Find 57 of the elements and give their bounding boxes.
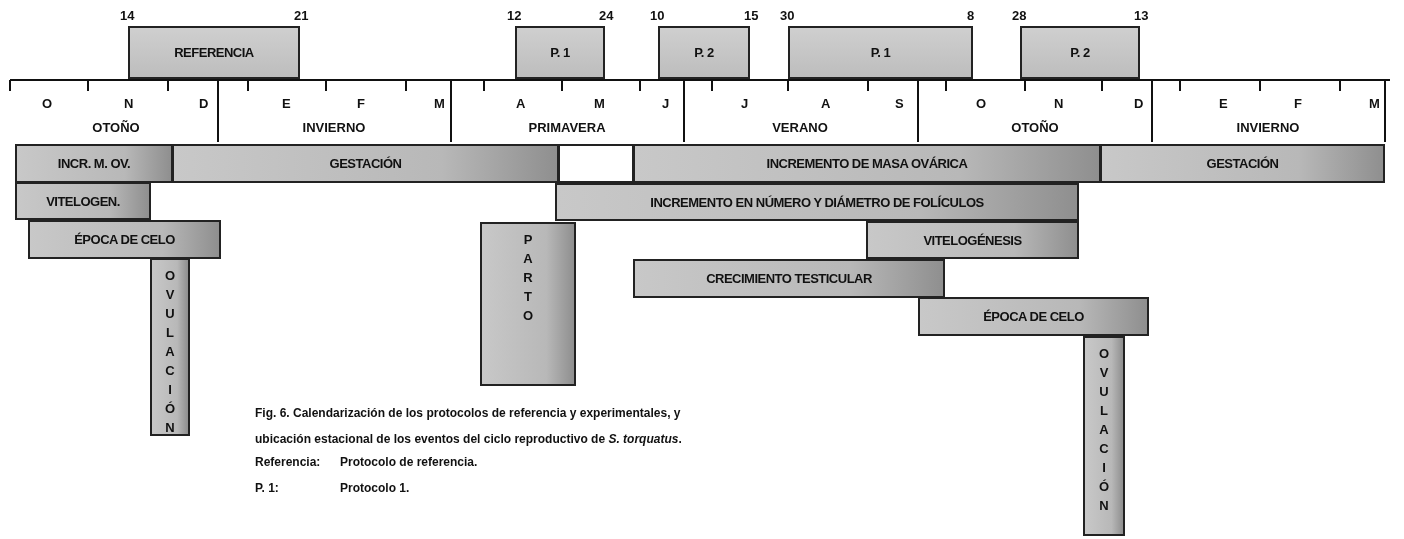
phase-bar: GESTACIÓN <box>172 144 559 183</box>
season-label: VERANO <box>772 120 828 135</box>
month-label: D <box>1134 96 1144 111</box>
legend-key: Referencia: <box>255 455 321 469</box>
protocol-bar: P. 1 <box>515 26 605 79</box>
date-number: 8 <box>967 8 975 23</box>
date-number: 28 <box>1012 8 1027 23</box>
month-label: O <box>42 96 53 111</box>
month-label: S <box>895 96 904 111</box>
season-label: OTOÑO <box>92 120 140 135</box>
protocol-bar: P. 2 <box>1020 26 1140 79</box>
phase-bar: CRECIMIENTO TESTICULAR <box>633 259 945 298</box>
season-label: INVIERNO <box>302 120 366 135</box>
protocol-bar: REFERENCIA <box>128 26 300 79</box>
phase-bar: ÉPOCA DE CELO <box>918 297 1149 336</box>
phase-bar: VITELOGEN. <box>15 182 151 220</box>
figure-caption: Fig. 6. Calendarización de los protocolos de referencia y experimentales, y ubicación estacional de los eventos del ciclo reproductivo de S. torquatus. <box>255 405 683 448</box>
month-label: F <box>357 96 365 111</box>
season-label: OTOÑO <box>1011 120 1059 135</box>
month-label: M <box>434 96 445 111</box>
phase-bar: INCR. M. OV. <box>15 144 173 183</box>
month-label: O <box>976 96 987 111</box>
date-number: 12 <box>507 8 522 23</box>
phase-bar: INCREMENTO DE MASA OVÁRICA <box>633 144 1101 183</box>
legend-key: P. 1: <box>255 481 279 495</box>
month-label: A <box>821 96 831 111</box>
vertical-bar: PARTO <box>480 222 576 386</box>
month-label: J <box>662 96 670 111</box>
date-number: 13 <box>1134 8 1149 23</box>
month-label: J <box>741 96 749 111</box>
month-label: M <box>594 96 605 111</box>
month-label: F <box>1294 96 1302 111</box>
phase-bar: ÉPOCA DE CELO <box>28 220 221 259</box>
date-number: 30 <box>780 8 795 23</box>
legend-description: Protocolo 1. <box>340 481 410 495</box>
month-label: D <box>199 96 209 111</box>
date-number: 15 <box>744 8 759 23</box>
month-label: E <box>1219 96 1228 111</box>
phase-bar: GESTACIÓN <box>1100 144 1385 183</box>
date-number: 14 <box>120 8 135 23</box>
season-label: INVIERNO <box>1236 120 1300 135</box>
month-label: E <box>282 96 291 111</box>
vertical-bar: OVULACIÓN <box>1083 336 1125 536</box>
date-number: 21 <box>294 8 309 23</box>
phase-bar: INCREMENTO EN NÚMERO Y DIÁMETRO DE FOLÍCULOS <box>555 183 1079 221</box>
protocol-bar: P. 2 <box>658 26 750 79</box>
legend-description: Protocolo de referencia. <box>340 455 478 469</box>
month-label: N <box>1054 96 1064 111</box>
vertical-bar: OVULACIÓN <box>150 258 190 436</box>
protocol-bar: P. 1 <box>788 26 973 79</box>
month-label: M <box>1369 96 1380 111</box>
date-number: 24 <box>599 8 614 23</box>
date-number: 10 <box>650 8 665 23</box>
month-label: A <box>516 96 526 111</box>
phase-bar: VITELOGÉNESIS <box>866 221 1079 259</box>
month-label: N <box>124 96 134 111</box>
season-label: PRIMAVERA <box>528 120 606 135</box>
